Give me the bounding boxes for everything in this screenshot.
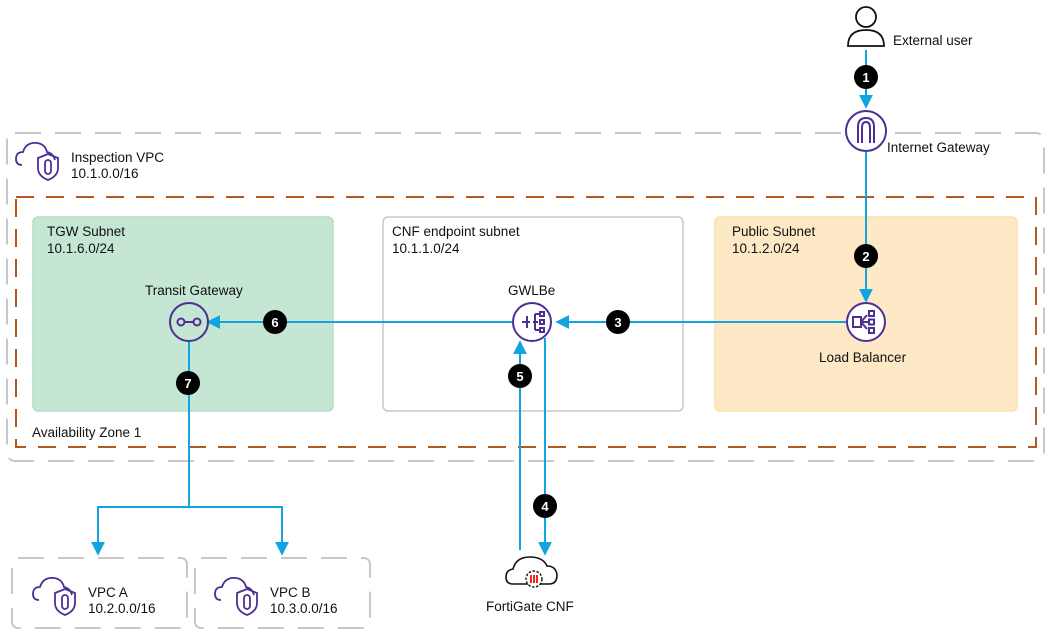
step-5-number: 5 (516, 369, 523, 384)
vpc-a-icon (32, 577, 76, 616)
cnf-subnet-name: CNF endpoint subnet (392, 224, 520, 239)
vpc-b-name: VPC B (270, 585, 311, 600)
step-badge-1: 1 (854, 65, 878, 89)
load-balancer-label: Load Balancer (819, 350, 907, 365)
step-6-number: 6 (271, 315, 278, 330)
step-3-number: 3 (614, 315, 621, 330)
vpc-b-cidr: 10.3.0.0/16 (270, 601, 338, 616)
tgw-subnet-cidr: 10.1.6.0/24 (47, 241, 115, 256)
step-badge-2: 2 (854, 244, 878, 268)
public-subnet-name: Public Subnet (732, 224, 816, 239)
vpc-b-box (194, 557, 371, 629)
flow-line-7-branch-b (189, 506, 289, 556)
step-badge-6: 6 (263, 310, 287, 334)
step-badge-3: 3 (606, 310, 630, 334)
availability-zone-box (15, 196, 1037, 448)
step-7-number: 7 (184, 376, 191, 391)
inspection-vpc-cidr: 10.1.0.0/16 (71, 166, 139, 181)
cnf-subnet-cidr: 10.1.1.0/24 (392, 241, 460, 256)
fortigate-cloud-icon (505, 556, 558, 588)
gateway-load-balancer-endpoint-icon (512, 302, 552, 342)
step-1-number: 1 (862, 70, 869, 85)
fortigate-label: FortiGate CNF (486, 599, 574, 614)
vpc-a-box (11, 557, 188, 629)
public-subnet-cidr: 10.1.2.0/24 (732, 241, 800, 256)
inspection-vpc-name: Inspection VPC (71, 150, 164, 165)
user-icon (847, 6, 885, 47)
external-user-label: External user (893, 33, 973, 48)
step-4-number: 4 (541, 499, 549, 514)
gwlbe-label: GWLBe (508, 283, 555, 298)
vpc-a-name: VPC A (88, 585, 128, 600)
step-badge-4: 4 (533, 494, 557, 518)
step-badge-5: 5 (508, 364, 532, 388)
vpc-a-cidr: 10.2.0.0/16 (88, 601, 156, 616)
load-balancer-icon (846, 302, 886, 342)
tgw-subnet-name: TGW Subnet (47, 224, 125, 239)
step-2-number: 2 (862, 249, 869, 264)
transit-gateway-icon (169, 302, 209, 342)
vpc-b-icon (214, 577, 258, 616)
availability-zone-label: Availability Zone 1 (32, 425, 141, 440)
internet-gateway-label: Internet Gateway (887, 140, 990, 155)
step-badge-7: 7 (176, 371, 200, 395)
vpc-cloud-shield-icon (15, 142, 59, 181)
internet-gateway-icon (845, 110, 887, 152)
transit-gateway-label: Transit Gateway (145, 283, 243, 298)
flow-line-7-branch-a (91, 506, 189, 556)
